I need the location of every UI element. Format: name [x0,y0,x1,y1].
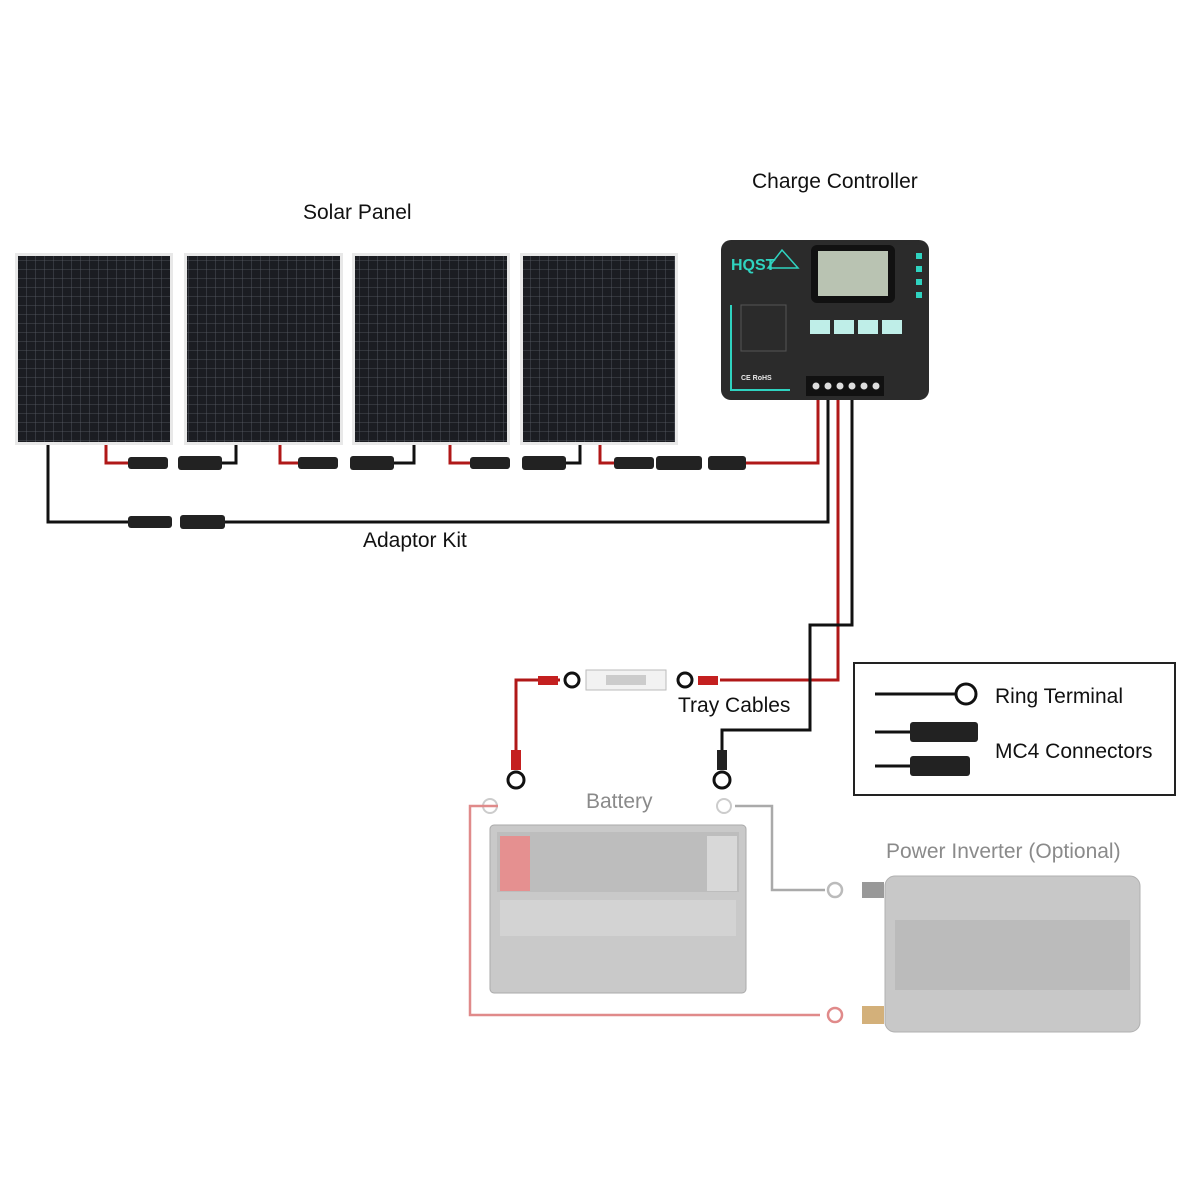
power-inverter [862,876,1140,1032]
battery-label: Battery [586,790,653,814]
charge-controller-label: Charge Controller [752,170,918,194]
solar-panel-4 [520,253,678,445]
controller-certification-mark: CE RoHS [741,375,772,382]
adaptor-kit-label: Adaptor Kit [363,529,467,553]
solar-panel-3 [352,253,510,445]
legend [853,662,1176,796]
power-inverter-label: Power Inverter (Optional) [886,840,1121,864]
battery [483,799,746,993]
solar-panel-label: Solar Panel [303,201,412,225]
lcd-screen [818,251,888,296]
tray-cables-label: Tray Cables [678,694,790,718]
fuse-holder [586,670,666,690]
mc4-connectors [128,456,746,529]
legend-ring-terminal: Ring Terminal [995,685,1123,709]
legend-mc4-connectors: MC4 Connectors [995,740,1153,764]
controller-brand-logo: HQST [731,257,776,274]
black-crimp-sleeve [717,750,727,770]
solar-panel-2 [184,253,343,445]
solar-panel-1 [15,253,173,445]
